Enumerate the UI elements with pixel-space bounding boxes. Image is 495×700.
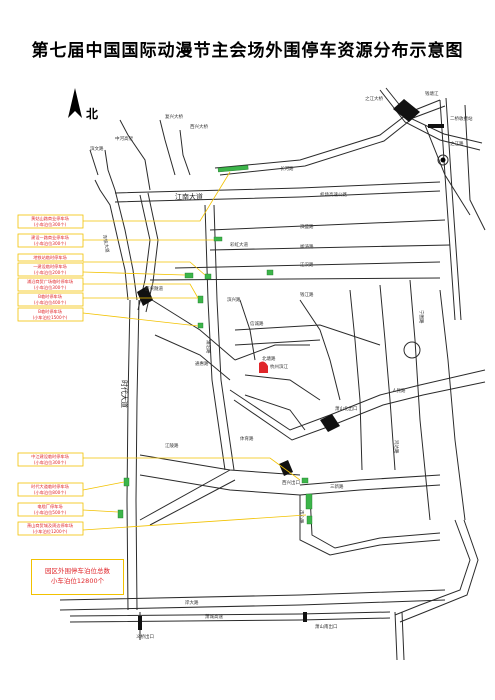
- road-label: 江陵路: [165, 442, 179, 449]
- road-label: 滨盛路: [300, 223, 314, 230]
- road-label: 体育路: [240, 435, 254, 442]
- road-label: 之江大桥: [365, 95, 383, 102]
- road-label: 信诚路: [250, 320, 264, 327]
- parking-label-2: 建设一路商业停车场 (小车泊位300个): [17, 233, 84, 248]
- svg-text:电缆厂停车场: 电缆厂停车场: [37, 503, 62, 510]
- road-label: 江汉路: [300, 261, 314, 268]
- road-label: 人民路: [392, 387, 406, 394]
- road-label: 江南大道: [175, 192, 203, 201]
- road-label: 鸿达路: [393, 440, 400, 454]
- svg-text:(小车泊位300个): (小车泊位300个): [34, 221, 67, 228]
- svg-text:B临时停车场: B临时停车场: [38, 308, 62, 315]
- road-label: 二桥收费站: [450, 115, 473, 122]
- road-label: 滨兴路: [227, 296, 241, 303]
- road-label: 宁围路: [418, 310, 425, 324]
- road-label: 市心路: [298, 510, 305, 524]
- svg-text:(小车泊位500个): (小车泊位500个): [34, 509, 67, 516]
- road-label: 义桥出口: [136, 633, 154, 640]
- svg-text:(小车泊位800个): (小车泊位800个): [34, 489, 67, 496]
- svg-text:建设一路商业停车场: 建设一路商业停车场: [31, 234, 69, 241]
- summary-line-2: 小车泊位12800个: [50, 577, 105, 585]
- road-label: 长河路: [280, 165, 294, 172]
- parking-label-9: 时代大道临时停车场 (小车泊位800个): [17, 482, 84, 497]
- svg-text:(小车泊位300个): (小车泊位300个): [34, 459, 67, 466]
- svg-text:浦沿商贸广场临时停车场: 浦沿商贸广场临时停车场: [27, 278, 73, 285]
- parking-label-11: 萧山商贸城及周边停车场 (小车泊位1200个): [17, 521, 84, 536]
- road-labels: 滨文路 江南大道 机场高速公路 中河高架 复兴大桥 西兴大桥 时代大道 东信大道…: [90, 90, 473, 640]
- venue-marker[interactable]: [259, 361, 268, 373]
- road-label: 西兴大桥: [190, 123, 208, 130]
- svg-text:萧山商贸城及周边停车场: 萧山商贸城及周边停车场: [27, 522, 73, 529]
- road-label: 通惠路: [195, 360, 209, 367]
- road-label: 时代大道: [120, 380, 129, 408]
- parking-label-4: 一建设临时停车场 (小车泊位200个): [17, 262, 84, 277]
- parking-summary-box: 园区外围停车泊位总数 小车泊位12800个: [31, 559, 124, 595]
- road-network: [59, 87, 486, 661]
- road-label: 彩虹大道: [230, 241, 248, 248]
- parking-lots: [117, 165, 313, 525]
- road-label: 中河高架: [115, 135, 133, 142]
- svg-text:中江建设临时停车场: 中江建设临时停车场: [31, 453, 69, 460]
- road-label: 萧山南出口: [315, 623, 338, 630]
- parking-label-8: 中江建设临时停车场 (小车泊位300个): [17, 452, 84, 467]
- svg-text:(小车泊位1200个): (小车泊位1200个): [33, 528, 68, 535]
- north-label: 北: [86, 106, 98, 121]
- parking-label-5: 浦沿商贸广场临时停车场 (小车泊位300个): [17, 277, 84, 292]
- venue-label: 杭州滨江: [270, 363, 288, 370]
- svg-text:(小车泊位1500个): (小车泊位1500个): [33, 314, 68, 321]
- svg-text:地铁站临时停车场: 地铁站临时停车场: [33, 254, 67, 261]
- road-label: 钱江路: [300, 291, 314, 298]
- road-label: 之江路: [450, 140, 464, 147]
- map-title: 第七届中国国际动漫节主会场外围停车资源分布示意图: [31, 41, 464, 61]
- road-label: 西兴隧道: [145, 285, 163, 292]
- svg-text:(小车泊位400个): (小车泊位400个): [34, 299, 67, 306]
- parking-label-6: B临时停车场 (小车泊位400个): [17, 292, 84, 307]
- parking-label-list: 黄姑山路商业停车场 (小车泊位300个) 建设一路商业停车场 (小车泊位300个…: [17, 214, 84, 536]
- road-label: 东信大道: [101, 234, 111, 253]
- road-label: 三新路: [330, 483, 344, 490]
- summary-line-1: 园区外围停车泊位总数: [45, 567, 110, 575]
- road-label: 复兴大桥: [165, 113, 183, 120]
- svg-text:(小车泊位200个): (小车泊位200个): [34, 269, 67, 276]
- road-label: 浦沿路: [205, 340, 212, 354]
- svg-text:B临时停车场: B临时停车场: [38, 293, 62, 300]
- road-label: 西兴出口: [282, 479, 300, 486]
- road-label: 萧山北出口: [335, 405, 358, 412]
- parking-label-3: 地铁站临时停车场: [17, 253, 84, 262]
- road-label: 机场高速公路: [320, 191, 347, 198]
- road-label: 闻涛路: [300, 243, 314, 250]
- svg-text:一建设临时停车场: 一建设临时停车场: [33, 263, 67, 270]
- road-label: 萧城高速: [205, 613, 223, 620]
- svg-text:(小车泊位300个): (小车泊位300个): [34, 284, 67, 291]
- svg-text:(小车泊位300个): (小车泊位300个): [34, 240, 67, 247]
- road-label: 滨文路: [90, 145, 104, 152]
- leader-lines: [82, 171, 307, 531]
- road-label: 北塘路: [262, 355, 276, 362]
- road-label: 钱塘江: [425, 90, 439, 97]
- svg-text:黄姑山路商业停车场: 黄姑山路商业停车场: [31, 215, 69, 222]
- parking-label-10: 电缆厂停车场 (小车泊位500个): [17, 502, 84, 517]
- tunnels: [137, 99, 444, 630]
- parking-label-1: 黄姑山路商业停车场 (小车泊位300个): [17, 214, 84, 229]
- road-label: 岸大路: [185, 599, 199, 606]
- north-arrow-icon: [68, 88, 82, 118]
- svg-text:时代大道临时停车场: 时代大道临时停车场: [31, 483, 69, 490]
- parking-label-7: B临时停车场 (小车泊位1500个): [17, 307, 84, 322]
